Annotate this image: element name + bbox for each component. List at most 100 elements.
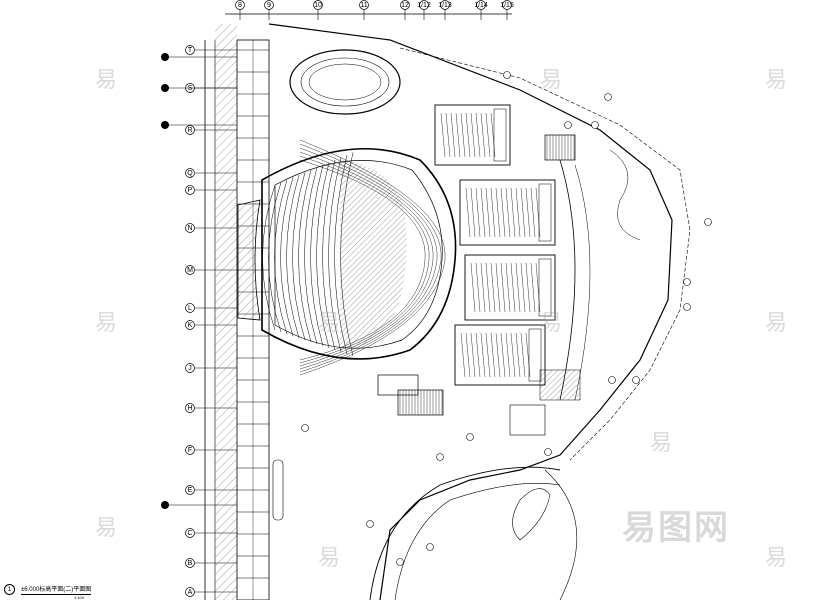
seat-row (530, 262, 536, 313)
hall-stage (538, 258, 552, 317)
column-grid-bubble (476, 0, 486, 10)
seat-row (475, 187, 481, 238)
column-grid-label: 1/14 (474, 2, 488, 9)
seat-row (440, 112, 446, 158)
seat-row (510, 332, 516, 378)
row-grid-bubble (185, 265, 195, 275)
watermark-glyph: 易 (765, 68, 788, 93)
seat-row (500, 187, 506, 238)
watermark-glyph: 易 (318, 311, 341, 336)
seat-row (480, 112, 486, 158)
row-grid-bubble (185, 558, 195, 568)
row-grid-bubble (185, 303, 195, 313)
seat-row (490, 112, 496, 158)
seat-row (525, 187, 531, 238)
side-hall (454, 324, 546, 386)
service-room (509, 404, 546, 436)
row-grid-bubble (185, 363, 195, 373)
column-grid-bubble (419, 0, 429, 10)
callout-tag (503, 71, 511, 79)
row-grid-label: Q (187, 170, 193, 177)
curved-corridor (559, 159, 576, 401)
callout-tags (301, 71, 712, 566)
seat-row (530, 187, 536, 238)
seat-row (274, 179, 288, 335)
seat-row (510, 187, 516, 238)
drawing-title: ±6.000标高平面(二)平面图 (21, 584, 92, 595)
seat-row (520, 262, 526, 313)
seat-row (322, 159, 336, 351)
column-grid-bubble (359, 0, 369, 10)
seat-row (470, 332, 476, 378)
watermark-glyph: 易 (95, 68, 118, 93)
watermark-glyph: 易 (95, 516, 118, 541)
ramp (272, 459, 284, 521)
column-grid-bubble (313, 0, 323, 10)
column-grid-bubble (235, 0, 245, 10)
seat-row (304, 167, 318, 345)
seat-row (490, 262, 496, 313)
watermark-glyph: 易 (318, 546, 341, 571)
seat-row (505, 262, 511, 313)
hall-stage (528, 328, 542, 382)
column-grid-bubble (440, 0, 450, 10)
seat-row (470, 187, 476, 238)
seat-row (535, 187, 541, 238)
row-grid-bubble (185, 168, 195, 178)
seat-row (475, 112, 481, 158)
balcony-row (299, 139, 446, 376)
column-grid-bubble (400, 0, 410, 10)
row-grid-label: B (188, 560, 193, 567)
seat-row (316, 162, 330, 349)
row-grid-label: L (188, 305, 192, 312)
left-dimension-lines (204, 40, 216, 600)
watermark-glyph: 易 (95, 311, 118, 336)
callout-tag (683, 278, 691, 286)
row-grid-bubble (185, 125, 195, 135)
seat-row (470, 112, 476, 158)
callout-tag (301, 424, 309, 432)
row-grid-label: K (188, 322, 193, 329)
seat-row (500, 332, 506, 378)
row-grid-label: H (187, 405, 192, 412)
callout-tag (544, 448, 552, 456)
balcony-row (299, 143, 442, 373)
callout-tag (608, 376, 616, 384)
balcony-row (299, 155, 430, 364)
column-grid-label: 1/15 (500, 2, 514, 9)
watermark-glyph: 易 (765, 311, 788, 336)
seat-row (490, 332, 496, 378)
column-grid-label: 12 (401, 2, 409, 9)
seat-row (280, 177, 294, 337)
seat-row (485, 262, 491, 313)
row-grid-label: N (187, 225, 192, 232)
row-grid-bubble (185, 45, 195, 55)
side-halls (434, 104, 641, 436)
planter (512, 488, 551, 541)
drawing-scale: 1:100 (74, 595, 85, 600)
row-grid-label: E (188, 487, 193, 494)
row-grid-label: P (188, 187, 193, 194)
column-grid-label: 10 (314, 2, 322, 9)
seat-row (520, 187, 526, 238)
building-outline (268, 23, 673, 600)
watermark-glyph: 易 (765, 546, 788, 571)
row-grid-label: S (188, 85, 193, 92)
column-grid-label: 1/13 (438, 2, 452, 9)
entrance-road (272, 459, 578, 600)
auditorium-seat-rows (262, 139, 446, 376)
callout-tag (396, 558, 404, 566)
seat-row (490, 187, 496, 238)
callout-tag (426, 543, 434, 551)
seat-row (485, 187, 491, 238)
column-grid-bubble (502, 0, 512, 10)
callout-tag (466, 433, 474, 441)
seat-row (292, 172, 306, 341)
side-hall (459, 179, 556, 246)
callout-tag (704, 218, 712, 226)
seat-row (480, 332, 486, 378)
row-grid-label: R (187, 127, 192, 134)
seat-row (334, 154, 348, 355)
row-grid-bubble (185, 528, 195, 538)
